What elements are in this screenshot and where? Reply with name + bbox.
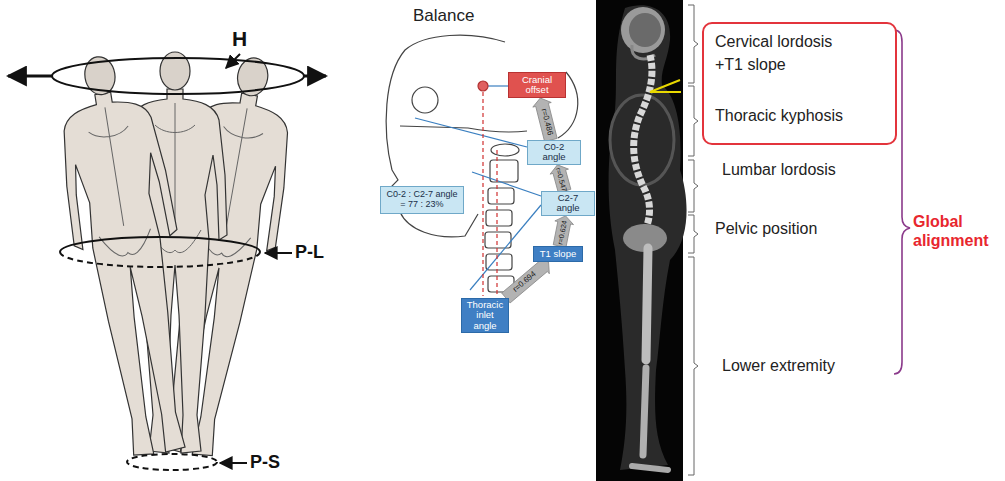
box-label: C0-2 angle	[531, 142, 577, 163]
box-label: C0-2 : C2-7 angle = 77 : 23%	[384, 190, 460, 210]
highlight-box: Cervical lordosis +T1 slopeThoracic kyph…	[702, 22, 897, 145]
skull-outline	[386, 35, 505, 170]
box-label: Cranial offset	[512, 75, 562, 96]
tibia	[643, 368, 646, 455]
feet-ring	[127, 454, 217, 470]
box-label: Thoracic inlet angle	[465, 300, 505, 331]
vertebra	[491, 144, 519, 156]
reference-line	[472, 172, 541, 196]
plane-letter: H	[232, 26, 247, 51]
global-label: Global alignment	[913, 212, 1001, 250]
sway-arrow	[8, 75, 52, 78]
femur	[646, 248, 648, 360]
box-label: C2-7 angle	[545, 193, 591, 214]
bracket	[688, 160, 698, 212]
foot	[632, 466, 668, 470]
cone-of-economy-figure	[8, 49, 326, 470]
cranial-point	[478, 81, 488, 91]
segment-label: Pelvic position	[715, 219, 817, 238]
slope-box: T1 slope	[533, 246, 583, 262]
correlation-arrow	[531, 96, 560, 143]
vertebra	[488, 188, 514, 204]
correlation-arrow	[550, 214, 575, 248]
x-ray	[596, 0, 687, 481]
bracket	[688, 215, 698, 253]
vertebra	[486, 210, 512, 226]
sway-arrow	[304, 75, 326, 78]
plane-letter: P-L	[295, 242, 324, 264]
spine	[634, 55, 652, 230]
head-ring	[52, 58, 304, 94]
panel-title: Balance	[413, 6, 474, 26]
t1-slope-angle	[650, 80, 681, 92]
pelvic-ring	[60, 252, 260, 267]
ratio-box: C0-2 : C2-7 angle = 77 : 23%	[380, 186, 464, 214]
leader-line	[226, 54, 240, 68]
skull	[629, 13, 661, 47]
leader-line	[220, 462, 247, 464]
correlation-arrow	[548, 162, 573, 193]
segment-label: Lumbar lordosis	[722, 160, 836, 179]
box-label: T1 slope	[537, 249, 579, 259]
vertebra	[486, 254, 512, 270]
angle-box: C0-2 angle	[527, 140, 581, 165]
vertebra	[490, 160, 518, 182]
orbit	[412, 87, 438, 113]
skull	[621, 7, 665, 53]
leader-line	[265, 252, 292, 254]
bracket	[688, 257, 698, 475]
angle-box: C2-7 angle	[541, 191, 595, 216]
bracket	[688, 5, 698, 83]
soft-tissue	[609, 5, 687, 470]
plumb-line	[496, 150, 497, 296]
left-figure	[46, 49, 211, 461]
segment-label: Lower extremity	[722, 356, 835, 375]
rib-cage	[610, 95, 674, 185]
bracket	[688, 86, 698, 156]
inlet-box: Thoracic inlet angle	[461, 298, 509, 333]
plumb-line	[482, 92, 483, 296]
region-label: Thoracic kyphosis	[715, 104, 843, 127]
reference-line	[488, 85, 508, 86]
plane-letter: P-S	[250, 452, 280, 474]
reference-line	[415, 118, 527, 147]
offset-box: Cranial offset	[508, 72, 566, 98]
region-label: Cervical lordosis +T1 slope	[715, 30, 860, 76]
pelvic-ring	[60, 237, 260, 252]
segment-brackets	[688, 5, 698, 475]
